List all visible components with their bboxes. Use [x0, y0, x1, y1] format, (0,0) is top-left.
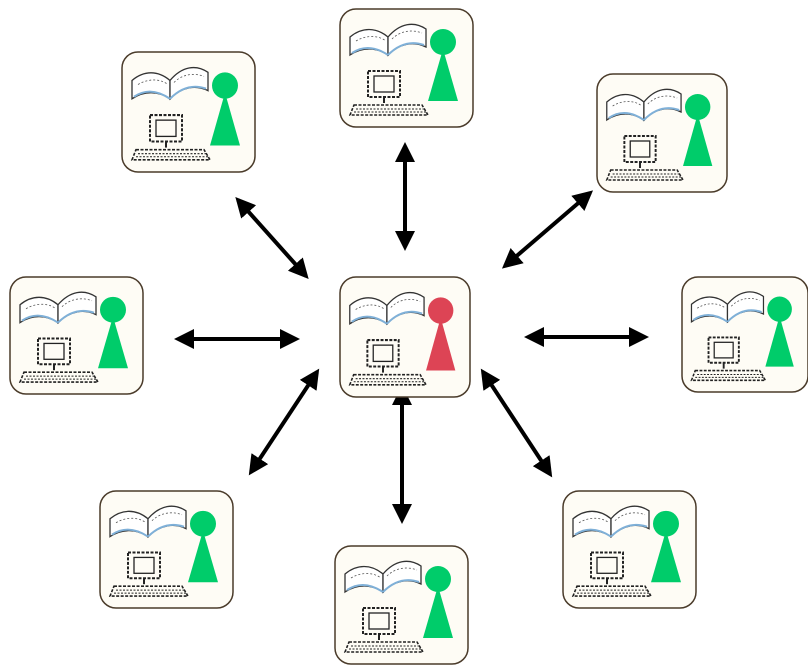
node-top: [339, 8, 474, 128]
computer-icon: [130, 114, 212, 161]
computer-icon: [343, 607, 425, 653]
node-right: [681, 276, 808, 393]
bidirectional-arrow-top-left: [235, 197, 309, 279]
book-icon: [344, 560, 422, 594]
computer-icon: [605, 135, 685, 181]
nodes-layer: [9, 8, 808, 665]
node-bottom-right: [562, 490, 697, 609]
bidirectional-arrow-top-right: [501, 190, 594, 269]
computer-icon: [690, 336, 767, 382]
node-top-right: [596, 73, 728, 193]
person-icon: [428, 29, 458, 101]
edges-layer: [174, 142, 649, 524]
book-icon: [131, 66, 209, 101]
person-icon: [426, 297, 456, 371]
person-icon: [765, 296, 794, 367]
computer-icon: [108, 551, 190, 597]
node-bottom-left: [99, 490, 234, 609]
book-icon: [572, 505, 650, 539]
person-icon: [651, 510, 681, 583]
book-icon: [349, 23, 427, 57]
person-icon: [683, 94, 713, 166]
book-icon: [109, 505, 187, 539]
book-icon: [690, 291, 765, 324]
computer-icon: [348, 70, 430, 116]
person-icon: [210, 72, 240, 146]
person-icon: [98, 296, 128, 369]
bidirectional-arrow-bottom-left: [248, 368, 320, 476]
bidirectional-arrow-bottom-right: [480, 368, 553, 478]
person-icon: [423, 566, 453, 638]
book-icon: [19, 291, 97, 325]
person-icon: [188, 510, 218, 583]
node-left: [9, 276, 144, 395]
node-center: [339, 276, 471, 398]
node-top-left: [121, 51, 256, 173]
computer-icon: [18, 337, 100, 383]
book-icon: [606, 88, 682, 122]
node-bottom: [334, 545, 469, 665]
book-icon: [349, 291, 425, 326]
